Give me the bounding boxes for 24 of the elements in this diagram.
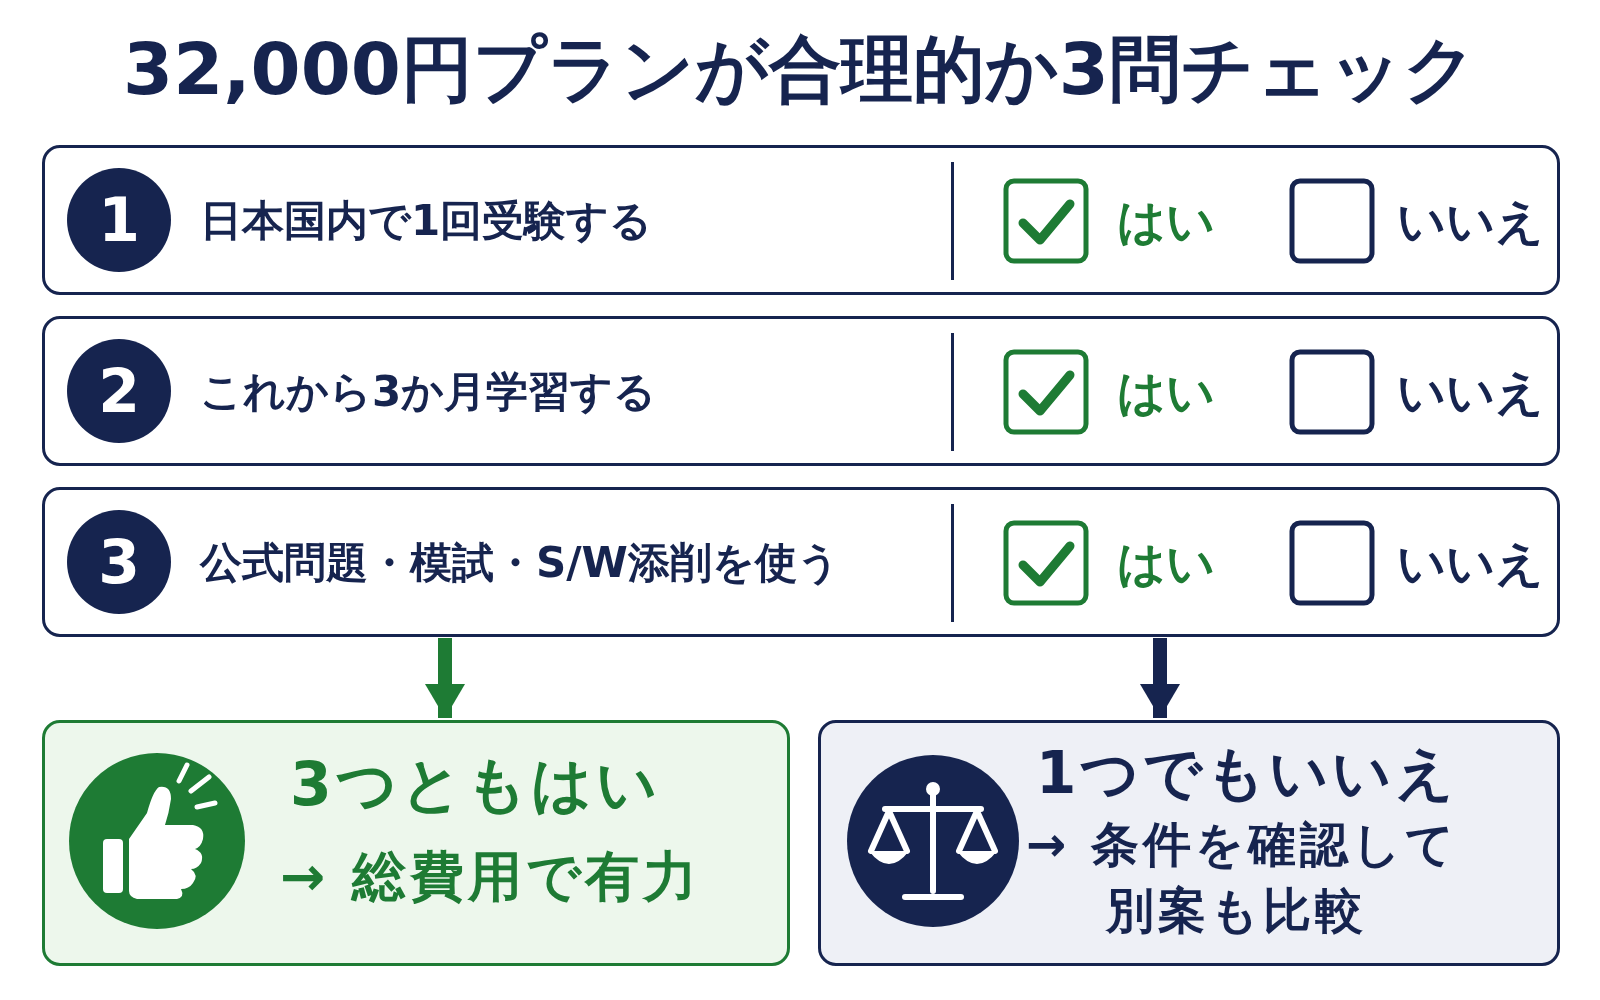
arrow xyxy=(1140,638,1180,718)
result-box xyxy=(42,720,790,966)
option-label: はい xyxy=(1117,534,1215,593)
arrow xyxy=(425,638,465,718)
number-badge: 3 xyxy=(67,510,171,614)
result-box xyxy=(818,720,1560,966)
title: 32,000円プランが合理的か3問チェック xyxy=(122,26,1478,113)
result-heading: 3つともはい xyxy=(290,748,661,821)
number-badge: 2 xyxy=(67,339,171,443)
question-text: 公式問題・模試・S/W添削を使う xyxy=(200,537,840,589)
question-row xyxy=(42,145,1560,295)
result-text: → 条件を確認して別案も比較 xyxy=(1026,815,1459,940)
question-row xyxy=(42,316,1560,466)
result-text: → 総費用で有力 xyxy=(280,844,702,910)
question-row xyxy=(42,487,1560,637)
option-label: いいえ xyxy=(1397,192,1544,251)
question-text: 日本国内で1回受験する xyxy=(200,195,653,247)
question-text: これから3か月学習する xyxy=(200,366,657,418)
result-heading: 1つでもいいえ xyxy=(1036,738,1459,809)
option-label: はい xyxy=(1117,363,1215,422)
option-label: いいえ xyxy=(1397,534,1544,593)
number-badge: 1 xyxy=(67,168,171,272)
option-label: はい xyxy=(1117,192,1215,251)
option-label: いいえ xyxy=(1397,363,1544,422)
